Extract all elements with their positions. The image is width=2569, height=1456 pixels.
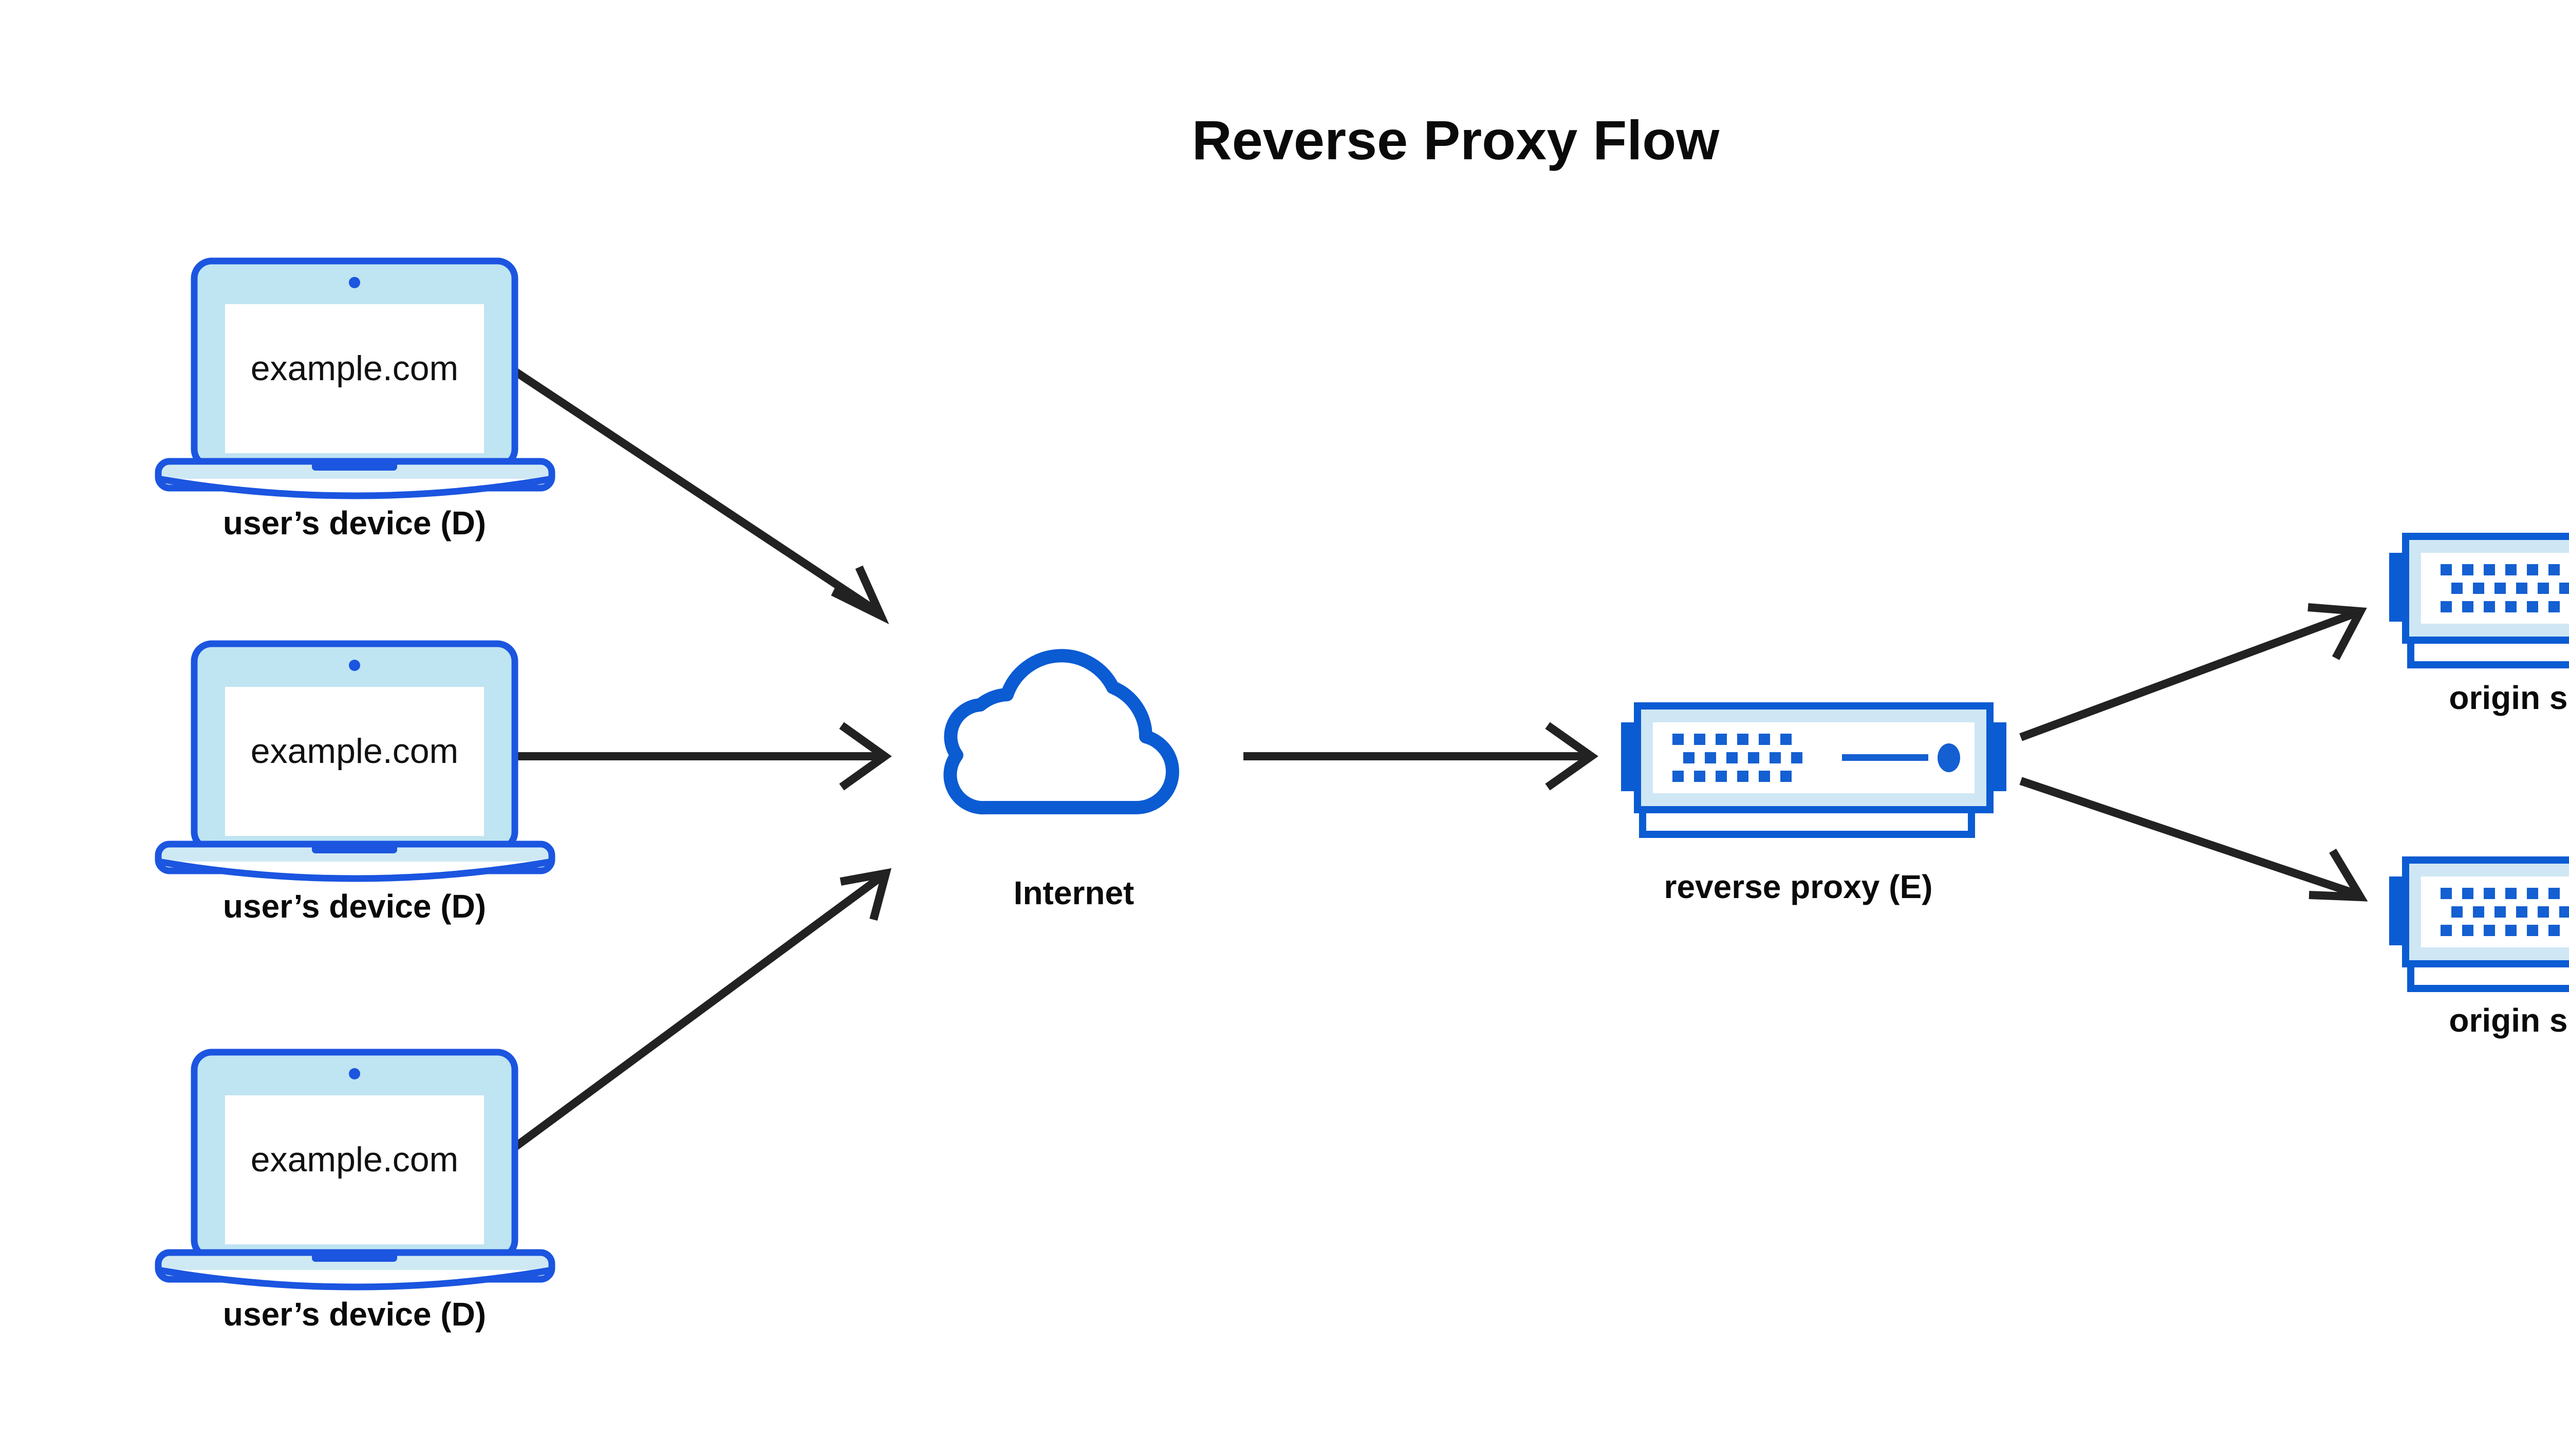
connection-layer: [509, 365, 2368, 1153]
device-middle-label: user’s device (D): [223, 888, 486, 925]
origin-server-bottom-label: origin server (F): [2449, 1002, 2569, 1039]
page-title: Reverse Proxy Flow: [1192, 109, 1720, 171]
server-icon: [2389, 536, 2569, 665]
node-device-top[interactable]: example.com user’s device (D): [158, 261, 552, 542]
arrow-proxy-to-origin-top: [2019, 603, 2367, 741]
arrow-proxy-to-origin-bottom: [2019, 777, 2368, 902]
node-device-middle[interactable]: example.com user’s device (D): [158, 644, 552, 925]
node-device-bottom[interactable]: example.com user’s device (D): [158, 1052, 552, 1333]
node-reverse-proxy[interactable]: reverse proxy (E): [1621, 706, 2006, 905]
device-top-label: user’s device (D): [223, 505, 486, 542]
arrow-device-middle-to-internet: [511, 722, 892, 791]
arrow-device-bottom-to-internet: [509, 868, 891, 1153]
server-icon: [1621, 706, 2006, 834]
internet-label: Internet: [1014, 874, 1134, 911]
origin-server-top-label: origin server (F): [2449, 679, 2569, 716]
reverse-proxy-label: reverse proxy (E): [1664, 868, 1933, 905]
cloud-icon: [950, 656, 1172, 808]
node-origin-server-bottom[interactable]: origin server (F): [2389, 860, 2569, 1039]
device-screen-text: example.com: [251, 349, 458, 388]
device-screen-text: example.com: [251, 732, 458, 771]
server-icon: [2389, 860, 2569, 988]
arrow-internet-to-reverse-proxy: [1243, 722, 1598, 791]
device-bottom-label: user’s device (D): [223, 1296, 486, 1333]
arrow-device-top-to-internet: [509, 365, 889, 625]
device-screen-text: example.com: [251, 1140, 458, 1179]
node-origin-server-top[interactable]: origin server (F): [2389, 536, 2569, 716]
node-internet[interactable]: Internet: [950, 656, 1172, 911]
